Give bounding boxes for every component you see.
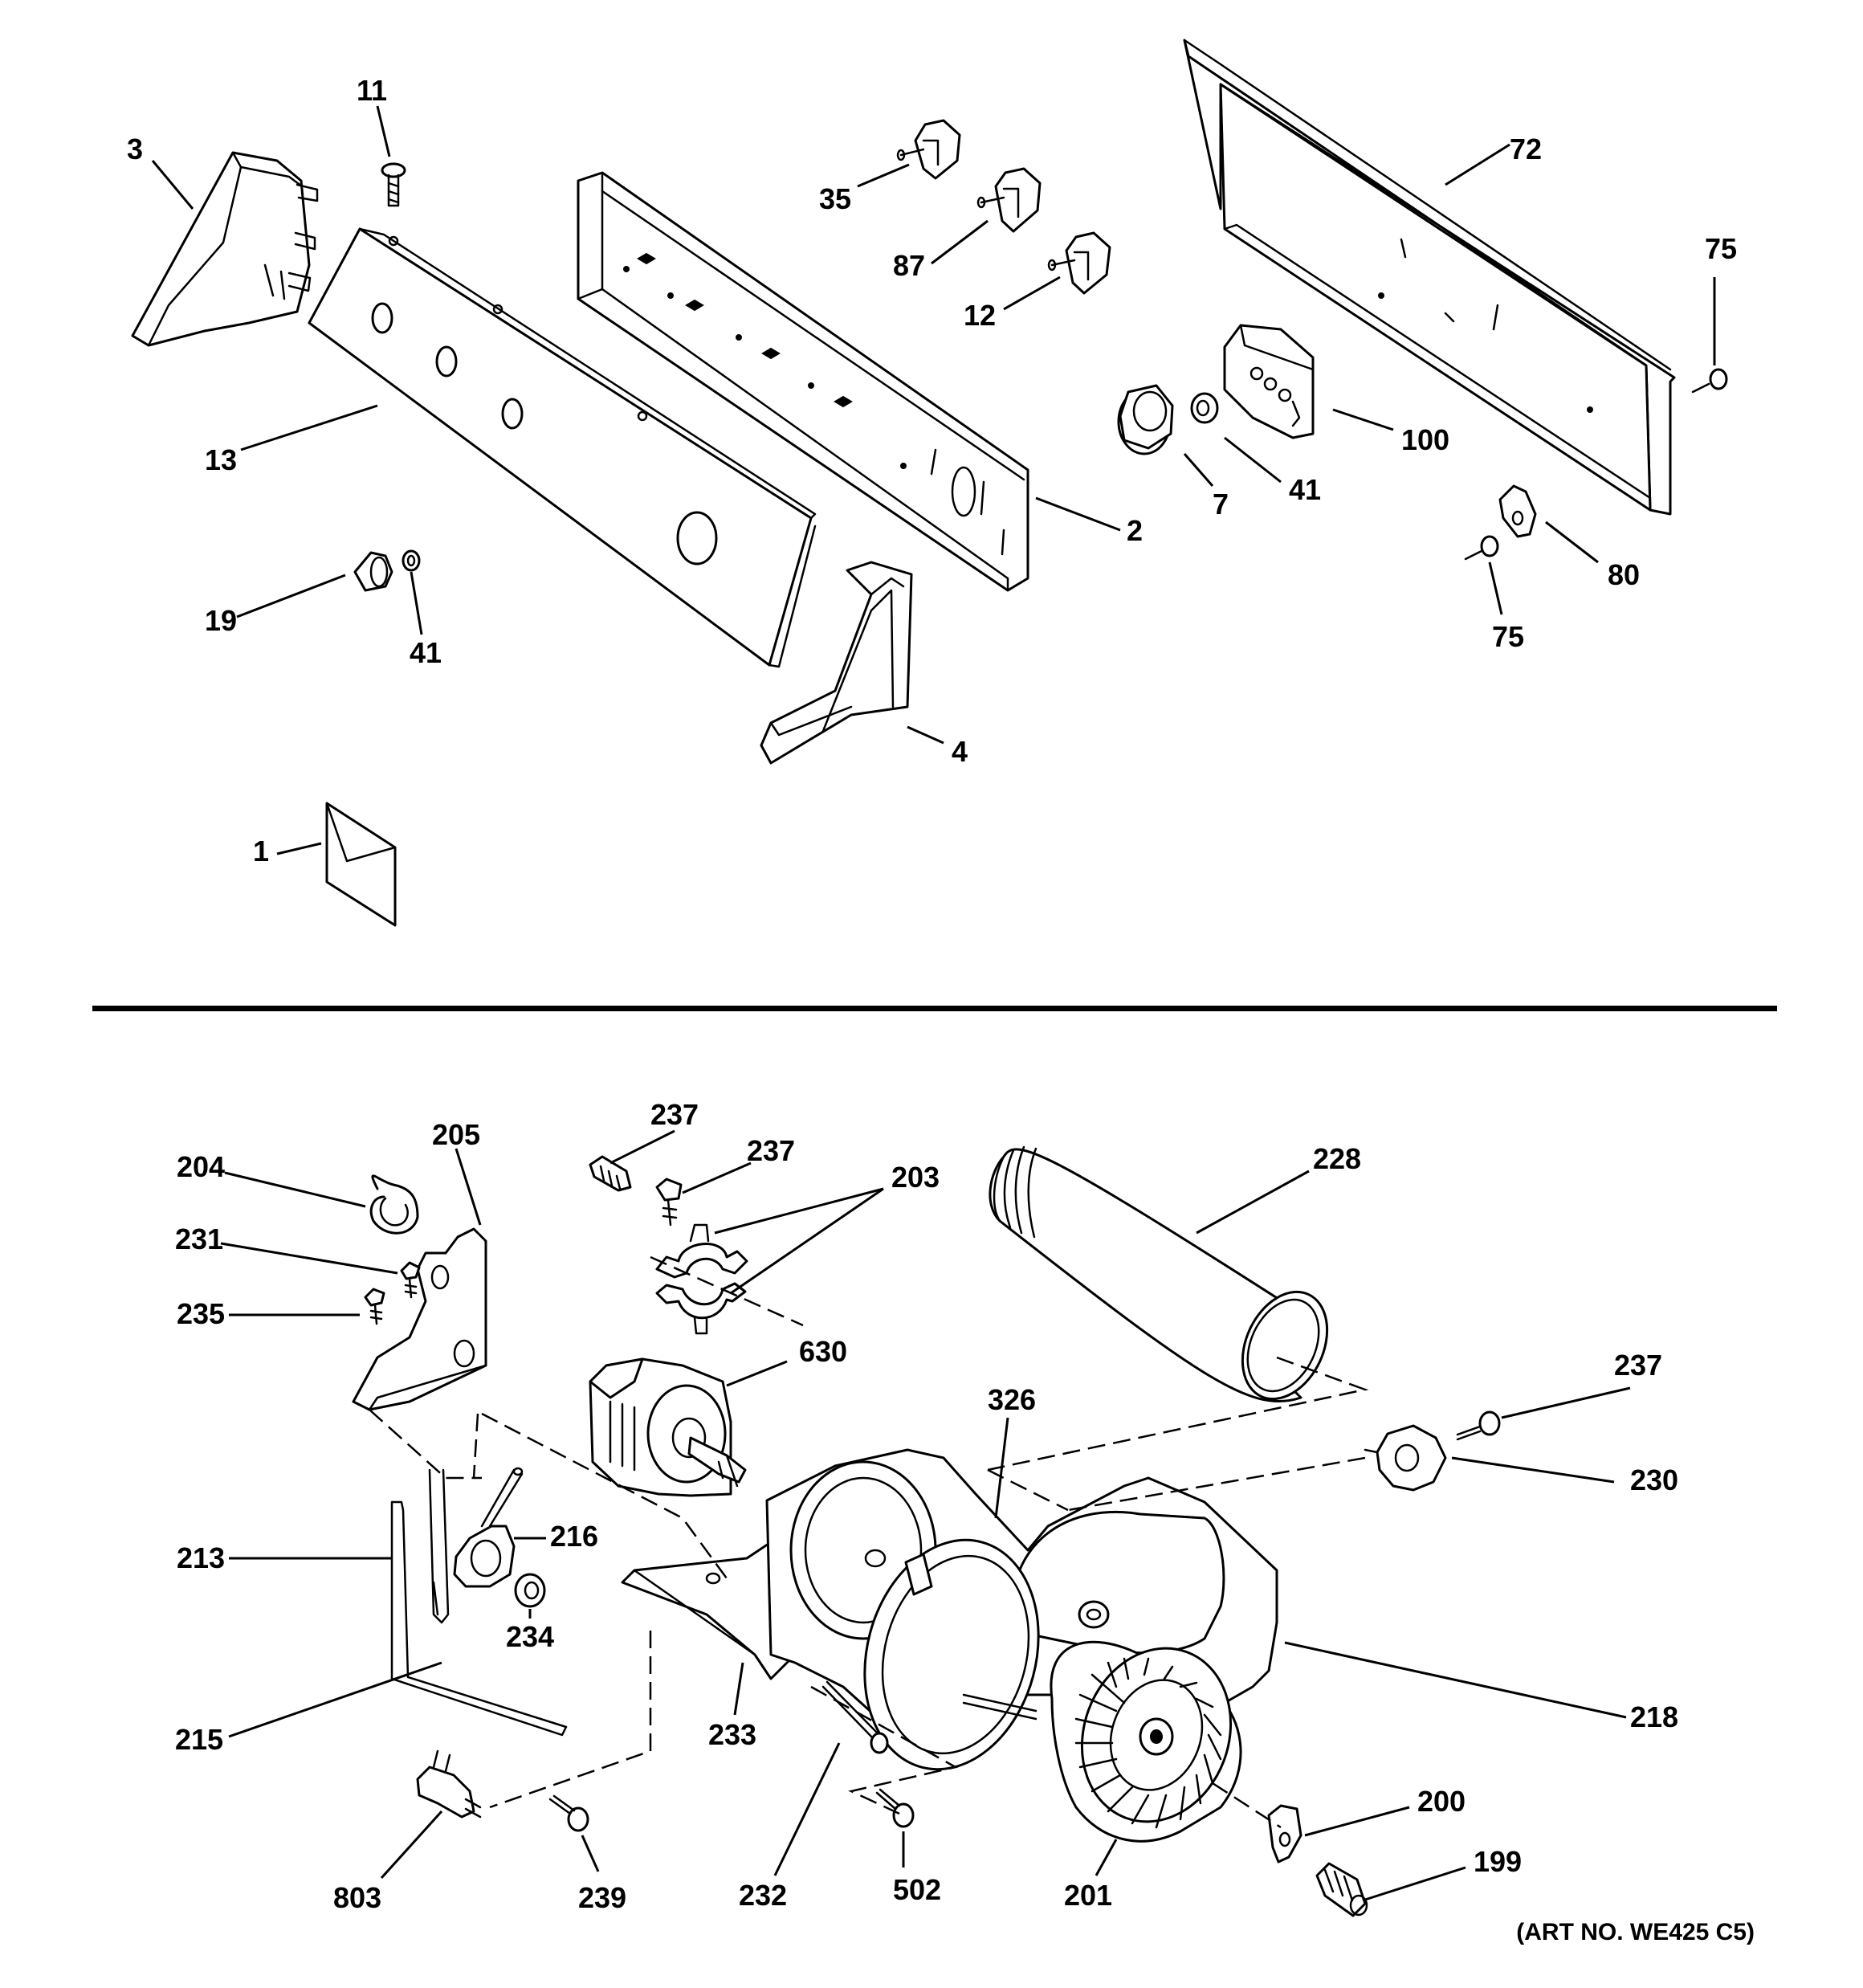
part-87-switch: [976, 167, 1042, 233]
label-213: 213: [177, 1541, 225, 1574]
part-100-timer: [1223, 324, 1315, 439]
label-234: 234: [506, 1620, 554, 1653]
label-237-a: 237: [650, 1098, 699, 1131]
label-2: 2: [1127, 514, 1143, 547]
part-41-spring-right: [1190, 392, 1219, 424]
art-number: (ART NO. WE425 C5): [1516, 1919, 1755, 1945]
label-231: 231: [175, 1223, 223, 1255]
part-630-motor: [589, 1357, 747, 1497]
label-11: 11: [357, 74, 387, 107]
part-205-motor-bracket: [352, 1227, 487, 1411]
label-230: 230: [1630, 1463, 1678, 1496]
label-35: 35: [819, 182, 851, 215]
label-204: 204: [177, 1150, 225, 1183]
part-230-bearing-bracket: [1364, 1424, 1447, 1492]
label-4: 4: [952, 735, 968, 768]
label-326: 326: [988, 1383, 1036, 1416]
part-237-screw-c: [1456, 1410, 1501, 1441]
motor-blower-section: 204 205 231 235 237 237 203 228 630 237 …: [175, 1098, 1755, 1945]
part-326-blower-ring: [863, 1538, 1040, 1771]
label-232: 232: [739, 1879, 787, 1912]
part-72-rear-panel: [1183, 39, 1676, 516]
label-630: 630: [799, 1335, 847, 1368]
part-19-knob: [353, 551, 393, 592]
part-11-screw: [381, 162, 406, 207]
label-80: 80: [1608, 558, 1640, 591]
label-13: 13: [205, 443, 237, 476]
label-75-upper: 75: [1705, 232, 1737, 265]
part-232-bolt: [821, 1680, 889, 1754]
label-233: 233: [708, 1718, 756, 1751]
label-200: 200: [1417, 1785, 1466, 1818]
label-87: 87: [893, 249, 925, 282]
label-7: 7: [1213, 488, 1229, 520]
label-41-left: 41: [410, 636, 442, 669]
label-502: 502: [893, 1873, 941, 1906]
label-803: 803: [333, 1881, 381, 1914]
part-231-screw: [400, 1261, 421, 1299]
part-237-screw-a: [589, 1155, 632, 1192]
part-216-switch: [453, 1467, 524, 1588]
part-13-control-panel: [308, 227, 817, 668]
part-237-screw-b: [655, 1178, 683, 1227]
part-35-switch: [896, 119, 961, 180]
control-panel-section: 3 11 13 19 41 35 87 12 72 75 100 41 7 2 …: [127, 39, 1737, 927]
part-12-switch: [1047, 231, 1111, 295]
part-239-screw: [548, 1794, 589, 1832]
part-234-nut: [514, 1573, 546, 1608]
part-2-panel-bracket: [577, 171, 1029, 592]
label-19: 19: [205, 604, 237, 637]
part-203-clamp-upper: [655, 1223, 748, 1279]
label-235: 235: [177, 1297, 225, 1330]
label-237-b: 237: [747, 1134, 795, 1167]
top-leader-lines: [151, 105, 1716, 855]
label-201: 201: [1064, 1879, 1112, 1912]
part-7-timer-knob: [1117, 384, 1174, 455]
label-100: 100: [1401, 423, 1449, 456]
label-3: 3: [127, 133, 143, 165]
bottom-leader-lines: [220, 1129, 1631, 1901]
part-213-switch-lever: [390, 1468, 568, 1737]
part-199-bolt: [1315, 1862, 1368, 1917]
label-216: 216: [550, 1520, 598, 1553]
part-803-thermal-switch: [416, 1749, 482, 1819]
label-75-lower: 75: [1492, 620, 1524, 653]
label-215: 215: [175, 1723, 223, 1756]
label-228: 228: [1313, 1142, 1361, 1175]
part-235-screw: [364, 1288, 385, 1325]
part-228-exhaust-duct: [989, 1145, 1329, 1403]
part-1-literature: [325, 802, 397, 927]
label-205: 205: [432, 1118, 480, 1151]
part-3-left-endcap: [131, 151, 319, 347]
label-239: 239: [578, 1881, 626, 1914]
label-12: 12: [964, 299, 996, 332]
label-199: 199: [1474, 1845, 1522, 1878]
label-72: 72: [1510, 133, 1542, 165]
section-divider: [92, 1006, 1777, 1011]
label-237-c: 237: [1614, 1349, 1662, 1382]
label-218: 218: [1630, 1700, 1678, 1733]
label-1: 1: [253, 835, 269, 867]
label-41-right: 41: [1289, 473, 1321, 506]
part-41-spring-left: [402, 549, 421, 572]
part-502-screw: [875, 1788, 915, 1828]
part-203-clamp-lower: [655, 1282, 747, 1335]
part-201-blower-wheel: [1050, 1640, 1242, 1843]
part-204-clamp: [369, 1174, 419, 1235]
label-203: 203: [891, 1161, 940, 1194]
part-75-screw-lower: [1464, 535, 1499, 561]
part-80-clip: [1498, 484, 1537, 538]
part-200-clip: [1267, 1804, 1302, 1863]
part-4-right-endcap: [760, 561, 913, 765]
part-75-screw-upper: [1691, 368, 1728, 394]
